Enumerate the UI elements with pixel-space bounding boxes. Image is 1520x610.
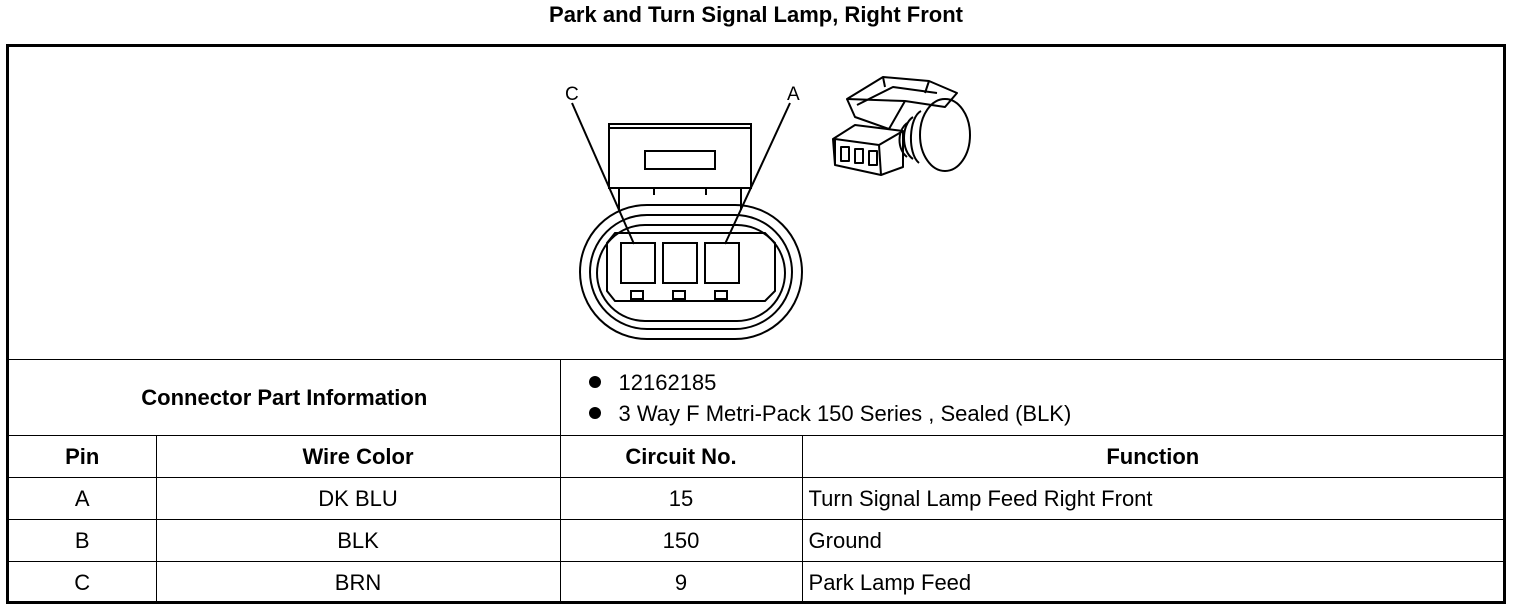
latch-housing <box>608 127 752 189</box>
bullet-icon <box>588 376 601 388</box>
connector-seal-ring <box>589 214 793 330</box>
bullet-icon <box>588 407 601 419</box>
callout-leader-c <box>571 102 635 245</box>
connector-frame: C A <box>6 44 1506 604</box>
table-header-row: Pin Wire Color Circuit No. Function <box>9 435 1504 478</box>
connector-info-item: 3 Way F Metri-Pack 150 Series , Sealed (… <box>585 398 1504 429</box>
pin-cavity-c <box>620 242 656 284</box>
header-circuit-no: Circuit No. <box>559 435 803 478</box>
connector-face-diagram: C A <box>565 76 971 340</box>
cell-wire-color: BRN <box>155 561 561 604</box>
connector-inner-oval <box>596 224 786 322</box>
connector-info-item: 12162185 <box>585 367 1504 398</box>
key-tab-b <box>672 290 686 300</box>
connector-outer-oval <box>579 204 803 340</box>
cell-circuit-no: 15 <box>559 477 803 520</box>
pin-cavity-a <box>704 242 740 284</box>
callout-leader-a <box>724 102 791 245</box>
header-function: Function <box>801 435 1504 478</box>
cell-pin: B <box>9 519 157 562</box>
key-tab-a <box>714 290 728 300</box>
callout-label-a: A <box>787 84 800 105</box>
connector-info-list: 12162185 3 Way F Metri-Pack 150 Series ,… <box>559 359 1504 436</box>
callout-label-c: C <box>565 84 579 105</box>
table-row: C BRN 9 Park Lamp Feed <box>9 561 1504 604</box>
cell-pin: A <box>9 477 157 520</box>
cavity-block <box>606 232 776 302</box>
table-row: B BLK 150 Ground <box>9 519 1504 562</box>
cell-circuit-no: 9 <box>559 561 803 604</box>
cell-function: Turn Signal Lamp Feed Right Front <box>801 477 1504 520</box>
cell-function: Park Lamp Feed <box>801 561 1504 604</box>
page-title: Park and Turn Signal Lamp, Right Front <box>549 2 963 27</box>
cell-function: Ground <box>801 519 1504 562</box>
table-row: A DK BLU 15 Turn Signal Lamp Feed Right … <box>9 477 1504 520</box>
header-wire-color: Wire Color <box>155 435 561 478</box>
latch-top-edge <box>608 123 752 128</box>
connector-info-label: Connector Part Information <box>9 359 561 436</box>
header-pin: Pin <box>9 435 157 478</box>
cell-wire-color: BLK <box>155 519 561 562</box>
key-tab-c <box>630 290 644 300</box>
pinout-table: Connector Part Information 12162185 3 Wa… <box>9 359 1504 604</box>
cell-wire-color: DK BLU <box>155 477 561 520</box>
latch-window <box>644 150 716 170</box>
connector-diagram-area: C A <box>9 47 1503 359</box>
cell-circuit-no: 150 <box>559 519 803 562</box>
connector-info-row: Connector Part Information 12162185 3 Wa… <box>9 359 1504 436</box>
pin-cavity-b <box>662 242 698 284</box>
cell-pin: C <box>9 561 157 604</box>
connector-isometric-icon <box>832 76 971 176</box>
